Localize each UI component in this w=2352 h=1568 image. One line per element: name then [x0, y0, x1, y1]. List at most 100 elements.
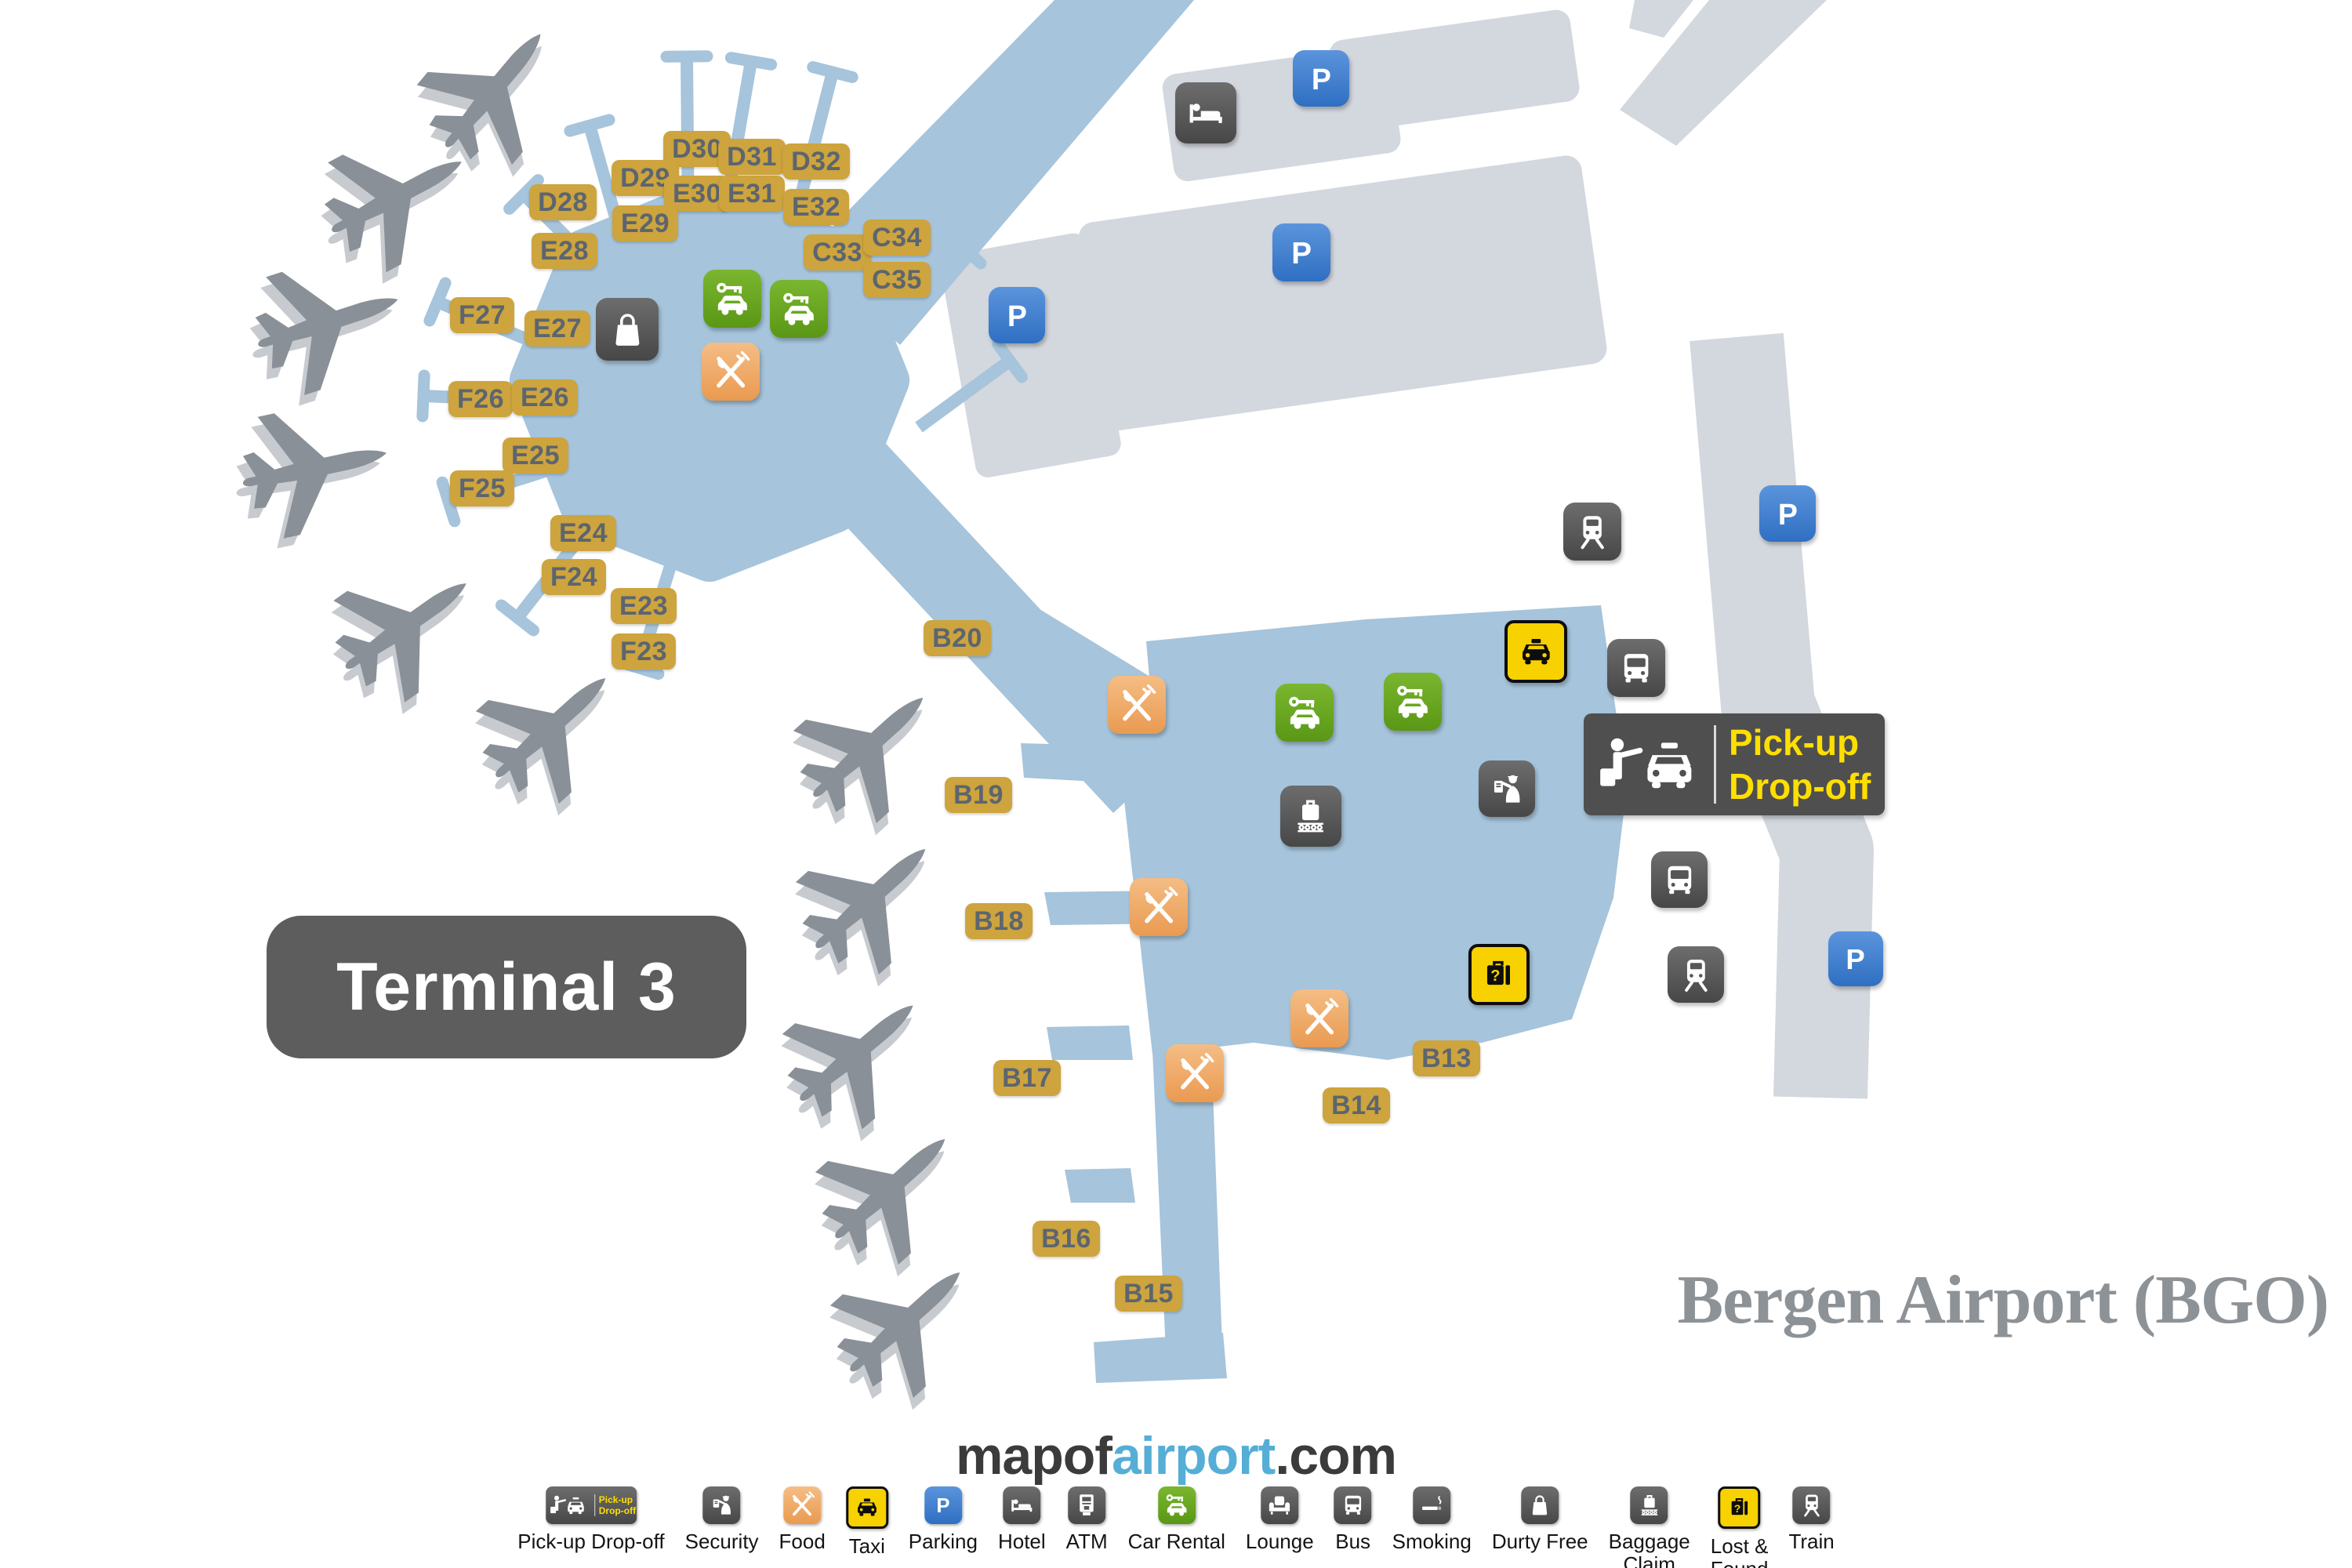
gate-label-c35: C35	[863, 262, 931, 298]
airplane-icon	[793, 1093, 987, 1296]
legend-item-bus: Bus	[1334, 1486, 1372, 1553]
dutyfree-icon	[596, 298, 659, 361]
site-logo: mapofairport.com	[0, 1425, 2352, 1486]
legend-item-atm: ATM	[1066, 1486, 1108, 1553]
legend-label: Durty Free	[1491, 1530, 1588, 1553]
hotel-icon	[1175, 82, 1236, 143]
gate-label-f26: F26	[448, 381, 514, 417]
parking-icon	[1272, 223, 1330, 281]
train-icon	[1563, 503, 1621, 561]
airport-title: Bergen Airport (BGO)	[1677, 1262, 2329, 1338]
parking-icon	[1293, 50, 1349, 107]
legend-label: ATM	[1065, 1530, 1108, 1553]
lostfound-icon	[1468, 944, 1530, 1005]
road-segment	[1629, 0, 1693, 38]
smoking-icon	[1413, 1486, 1451, 1524]
rental-icon	[1157, 1486, 1196, 1524]
parking-icon	[924, 1486, 962, 1524]
legend-item-dutyfree: Durty Free	[1492, 1486, 1588, 1553]
food-icon	[1290, 989, 1348, 1047]
airplane-icon	[308, 532, 503, 731]
train-icon	[1668, 946, 1724, 1003]
gate-label-b13: B13	[1413, 1040, 1480, 1076]
legend-item-lostfound: Lost &Found	[1710, 1486, 1769, 1568]
parking-icon	[1828, 931, 1883, 986]
road-segment	[1620, 0, 1827, 146]
legend-label: Hotel	[997, 1530, 1046, 1553]
gate-label-e32: E32	[783, 189, 849, 225]
terminal-badge: Terminal 3	[267, 916, 746, 1058]
gate-label-b19: B19	[945, 777, 1012, 813]
legend-label: Parking	[908, 1530, 978, 1553]
gate-label-e26: E26	[512, 379, 578, 416]
pickup-dropoff-icon	[1590, 727, 1714, 802]
airplane-icon	[398, 0, 590, 199]
gate-label-f25: F25	[449, 470, 515, 506]
gate-label-b15: B15	[1115, 1276, 1182, 1312]
bus-icon	[1607, 639, 1665, 697]
gate-label-b16: B16	[1033, 1221, 1100, 1257]
site-logo-prefix: mapof	[955, 1426, 1112, 1486]
gate-label-b18: B18	[965, 903, 1033, 939]
rental-icon	[703, 270, 761, 328]
pier-b17	[1047, 1025, 1133, 1060]
gate-label-d31: D31	[718, 139, 786, 175]
hotel-icon	[1003, 1486, 1041, 1524]
parking-icon	[989, 287, 1045, 343]
legend-item-parking: Parking	[909, 1486, 978, 1553]
gate-label-e28: E28	[532, 233, 597, 269]
gate-label-b14: B14	[1323, 1087, 1390, 1123]
site-logo-highlight: airport	[1111, 1426, 1276, 1486]
airplane-icon	[774, 803, 967, 1006]
pier-b16	[1065, 1168, 1135, 1203]
gate-label-c33: C33	[804, 234, 871, 270]
taxi-icon	[845, 1486, 888, 1529]
dutyfree-icon	[1521, 1486, 1559, 1524]
taxi-icon	[1504, 620, 1567, 683]
pickup-dropoff-text: Pick-up Drop-off	[1716, 720, 1871, 808]
legend-item-security: Security	[685, 1486, 759, 1553]
terminal-label: Terminal 3	[336, 949, 677, 1025]
gate-label-d32: D32	[782, 143, 850, 180]
legend-label: Pick-up Drop-off	[517, 1530, 665, 1553]
parking-building	[1329, 9, 1580, 132]
gate-label-e29: E29	[612, 205, 678, 241]
dropoff-line: Drop-off	[1729, 766, 1871, 807]
baggage-icon	[1630, 1486, 1668, 1524]
gate-label-b20: B20	[924, 620, 991, 656]
rental-icon	[770, 280, 828, 338]
legend-label: Lounge	[1245, 1530, 1314, 1553]
food-icon	[783, 1486, 822, 1524]
atm-icon	[1068, 1486, 1106, 1524]
gate-label-f27: F27	[449, 297, 515, 333]
parking-structures	[940, 0, 1874, 1099]
legend-label: Smoking	[1392, 1530, 1472, 1553]
security-icon	[1479, 760, 1535, 817]
c-pier-shape	[801, 0, 1194, 345]
food-icon	[702, 343, 760, 401]
lostfound-icon	[1718, 1486, 1761, 1529]
legend-label: Taxi	[848, 1534, 885, 1558]
food-icon	[1130, 878, 1188, 936]
gate-label-e30: E30	[664, 176, 730, 212]
airplane-icon	[223, 392, 400, 554]
legend-label: Lost &Found	[1710, 1534, 1769, 1568]
gate-label-d28: D28	[529, 184, 597, 220]
legend-label: Security	[684, 1530, 759, 1553]
legend-item-taxi: Taxi	[845, 1486, 888, 1558]
legend-label: Car Rental	[1127, 1530, 1225, 1553]
legend-item-hotel: Hotel	[998, 1486, 1046, 1553]
legend-item-lounge: Lounge	[1246, 1486, 1314, 1553]
airplane-icon	[771, 652, 965, 855]
airplane-icon	[759, 957, 953, 1160]
legend-item-train: Train	[1788, 1486, 1835, 1553]
legend-label: Bus	[1335, 1530, 1371, 1553]
b-spine-foot	[1094, 1333, 1227, 1383]
pier-b19	[1021, 743, 1141, 784]
